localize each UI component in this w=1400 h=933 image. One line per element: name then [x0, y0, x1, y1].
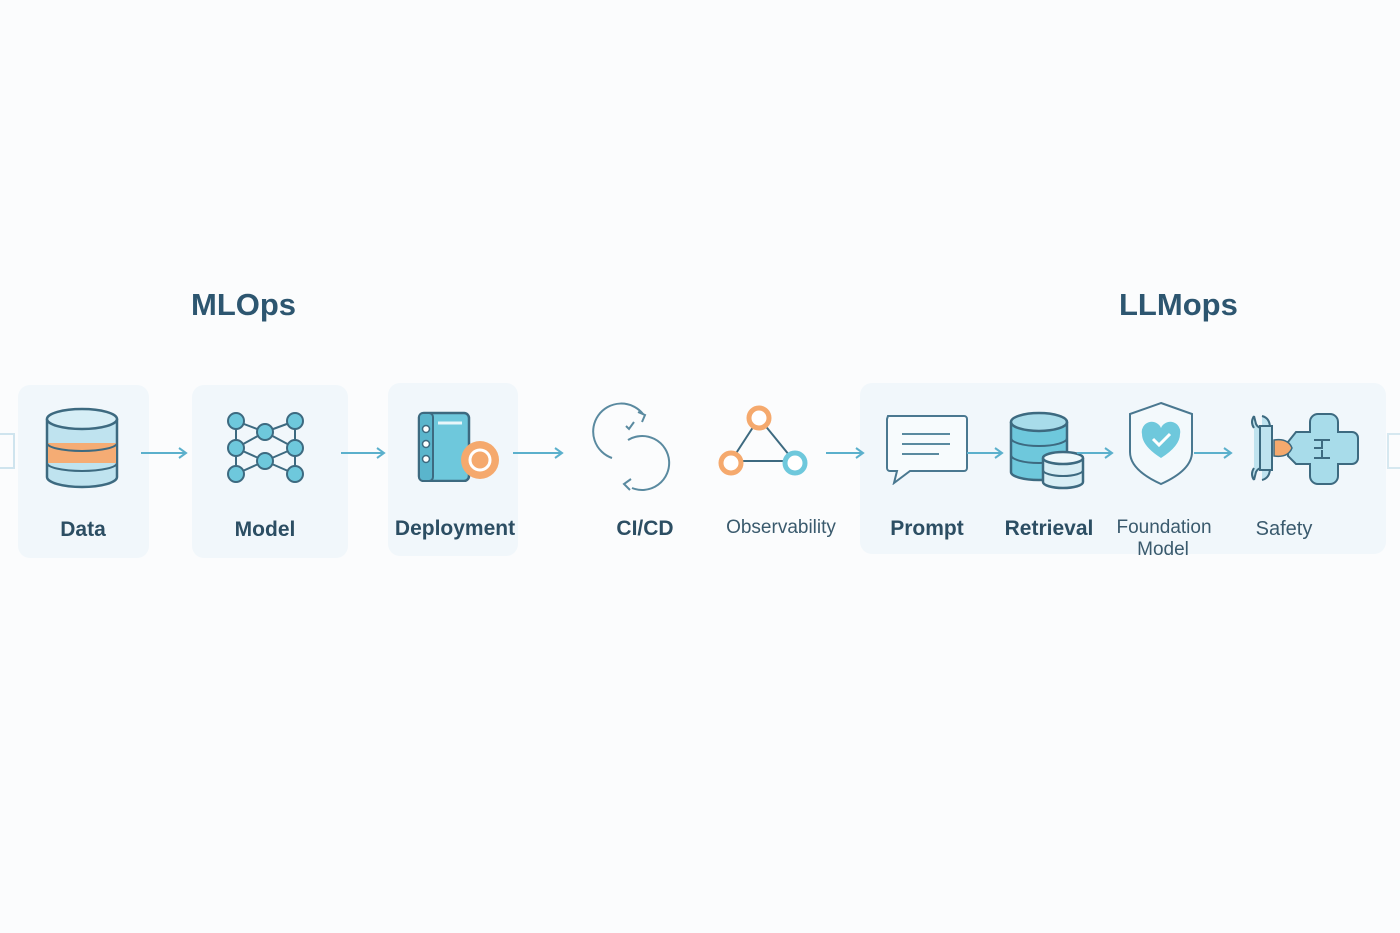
- node-label: Retrieval: [1004, 517, 1094, 540]
- mlops-title: MLOps: [191, 287, 297, 322]
- node-label: Prompt: [890, 517, 964, 540]
- node-label: Model: [234, 518, 296, 541]
- database-icon: [45, 407, 119, 489]
- arrow-icon: [513, 447, 564, 459]
- database-stack-icon: [1009, 411, 1085, 490]
- wrench-puzzle-icon: [1251, 413, 1359, 485]
- edge-bracket-left: [0, 433, 15, 469]
- arrow-icon: [141, 447, 188, 459]
- arrow-icon: [1194, 447, 1233, 459]
- node-label: Foundation: [1116, 517, 1212, 538]
- neural-network-icon: [227, 412, 304, 483]
- chat-bubble-icon: [886, 415, 968, 485]
- server-icon: [417, 411, 499, 482]
- node-label: Data: [60, 518, 106, 541]
- node-label: Safety: [1255, 518, 1313, 540]
- shield-check-icon: [1129, 401, 1193, 486]
- card-model: [192, 385, 348, 558]
- graph-nodes-icon: [718, 405, 808, 476]
- cycle-arrows-icon: [592, 402, 671, 491]
- node-label: CI/CD: [616, 517, 674, 540]
- edge-bracket-right: [1387, 433, 1400, 469]
- arrow-icon: [1077, 447, 1114, 459]
- arrow-icon: [826, 447, 865, 459]
- node-label: Deployment: [394, 517, 516, 540]
- arrow-icon: [341, 447, 386, 459]
- node-label: Observability: [726, 517, 836, 538]
- arrow-icon: [967, 447, 1004, 459]
- node-label-line2: Model: [1137, 539, 1189, 560]
- llmops-title: LLMops: [1119, 287, 1238, 322]
